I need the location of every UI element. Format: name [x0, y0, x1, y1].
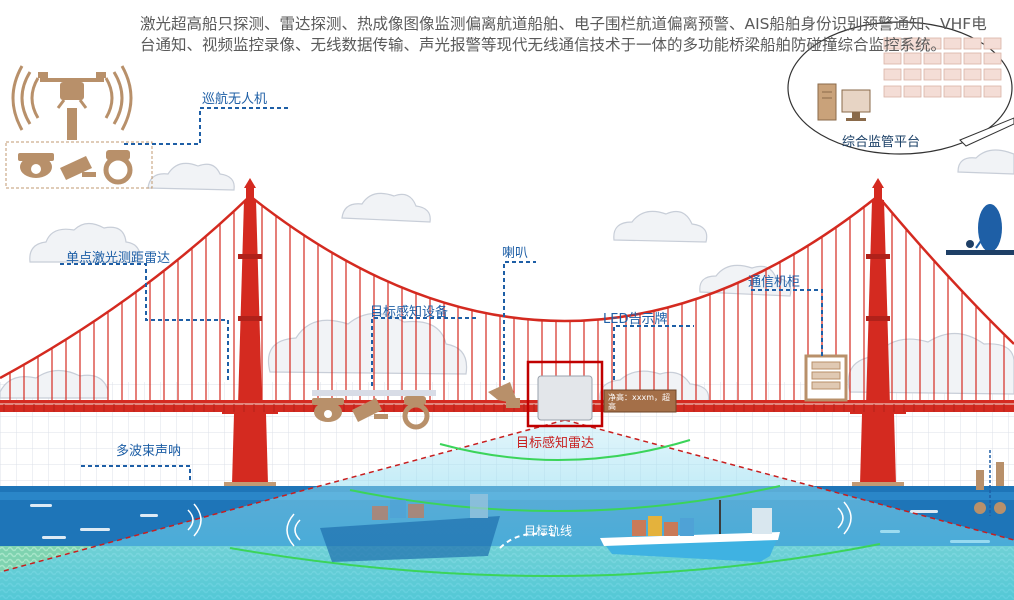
horn-icon [488, 382, 520, 408]
drone-icon [11, 65, 133, 140]
label-drone: 巡航无人机 [202, 92, 268, 107]
led-sign-text: 净高：xxxm，超 高 [608, 393, 670, 411]
cloud [848, 332, 1014, 395]
comm-cabinet-icon [804, 354, 848, 402]
platform-bubble [787, 21, 1014, 155]
led-sign-line: 高 [608, 402, 616, 411]
cloud [0, 369, 109, 399]
label-laser-radar: 单点激光测距雷达 [66, 251, 171, 266]
bridge-main-cables [0, 195, 1014, 380]
label-target-radar: 目标感知雷达 [516, 436, 595, 451]
label-multibeam-sonar: 多波束声呐 [116, 444, 182, 459]
cloud [147, 162, 235, 191]
edge-sensor-icon [974, 450, 1006, 516]
cloud [613, 210, 708, 243]
led-sign-line: 净高：xxxm，超 [608, 393, 670, 402]
label-led-sign: LED告示牌 [603, 312, 668, 327]
video-wall-icon [883, 37, 1002, 98]
target-sensing-device-icon [312, 390, 436, 430]
cloud [268, 312, 468, 375]
label-comm-cabinet: 通信机柜 [748, 275, 801, 290]
cloud [957, 149, 1014, 175]
cloud [29, 222, 141, 263]
satellite-dish-icon [946, 204, 1014, 255]
sonar-icons [187, 501, 852, 547]
label-target-track: 目标轨线 [524, 524, 573, 538]
intro-description: 激光超高船只探测、雷达探测、热成像图像监测偏离航道船舶、电子围栏航道偏离预警、A… [140, 15, 987, 54]
label-platform: 综合监管平台 [842, 135, 921, 150]
cargo-ship-left [320, 494, 500, 562]
cargo-ship-right [600, 500, 780, 562]
led-sign-board [603, 389, 677, 413]
leader-lines [60, 107, 823, 480]
target-radar-icon [526, 360, 604, 428]
camera-group [5, 141, 153, 189]
cloud [341, 192, 431, 223]
label-target-sensing-device: 目标感知设备 [370, 305, 449, 320]
label-horn: 喇叭 [502, 246, 529, 261]
computer-workstation-icon [817, 83, 871, 121]
